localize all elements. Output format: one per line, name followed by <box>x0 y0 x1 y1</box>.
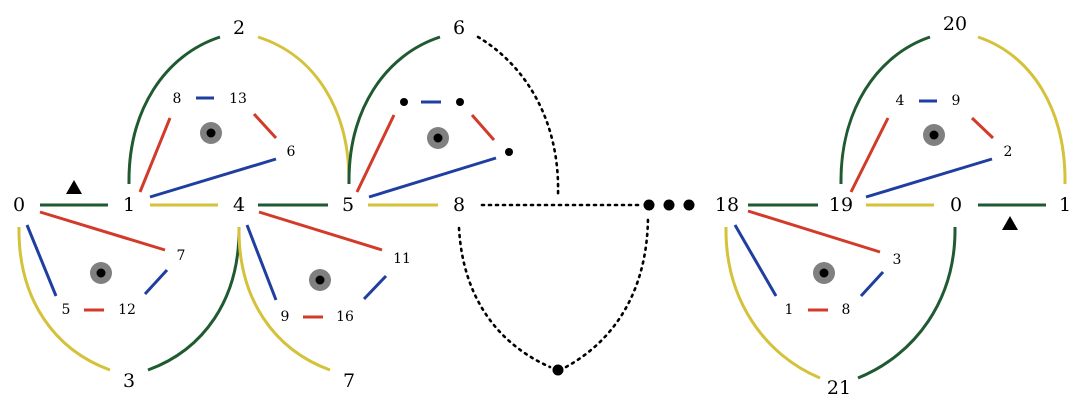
gadget-label: 3 <box>893 252 902 268</box>
vertex-label: 5 <box>342 194 354 216</box>
g1u-red-13-6 <box>252 112 278 140</box>
bullseye-marker-icon <box>427 127 449 149</box>
gadget-label: 9 <box>281 309 290 325</box>
gadget-label: 11 <box>393 251 411 267</box>
arc-4-7 <box>237 226 331 372</box>
vertex-label: 3 <box>123 370 135 392</box>
gadget-label: 5 <box>62 302 71 318</box>
g1l-blue-12-7 <box>143 268 169 296</box>
g3u-red-19-4 <box>849 117 890 193</box>
gadget-label: 13 <box>229 91 247 107</box>
vertex-label: 0 <box>13 194 25 216</box>
gadget-label: 4 <box>896 93 905 109</box>
arc-1-2 <box>127 35 221 185</box>
arc-20-0 <box>977 35 1067 185</box>
gadget-label: 7 <box>177 248 186 264</box>
g2l-blue-16-11 <box>362 274 388 301</box>
vertex-label: 21 <box>827 377 851 399</box>
ellipsis-dots-icon <box>643 199 695 211</box>
g3l-blue-8-3 <box>859 270 885 298</box>
gadget-label: 1 <box>785 302 794 318</box>
g3u-red-9-2 <box>970 116 995 140</box>
g2l-red-4-11 <box>258 210 383 252</box>
vertex-label: 20 <box>943 13 967 35</box>
vertex-dot <box>505 148 513 156</box>
g1u-red-1-8 <box>138 117 172 193</box>
bullseye-marker-icon <box>309 269 331 291</box>
g3u-blue-2-19 <box>865 157 993 199</box>
g1l-blue-0-5 <box>25 224 58 297</box>
dotted-arc-8-bottom <box>457 226 552 369</box>
vertex-label: 8 <box>453 194 465 216</box>
gadget-label: 2 <box>1004 144 1013 160</box>
arc-0-3 <box>17 226 111 372</box>
arc-5-6 <box>347 35 441 185</box>
vertex-dot <box>456 98 464 106</box>
g2u-blue-c-5 <box>368 156 497 199</box>
arc-19-20 <box>839 35 931 185</box>
g3l-blue-18-1 <box>733 224 778 297</box>
vertex-label: 18 <box>715 194 739 216</box>
vertex-label: 1 <box>1059 194 1071 216</box>
gadget-label: 12 <box>118 302 136 318</box>
arc-2-4 <box>257 35 351 185</box>
triangle-marker-icon <box>1002 216 1018 230</box>
arc-18-21 <box>724 226 821 380</box>
vertex-label: 0 <box>950 194 962 216</box>
g1u-blue-6-1 <box>149 157 277 199</box>
vertex-label: 2 <box>233 17 245 39</box>
gadget-label: 16 <box>336 309 354 325</box>
vertex-label: 4 <box>233 194 245 216</box>
vertex-label: 7 <box>343 370 355 392</box>
vertex-dot <box>552 364 564 376</box>
gadget-label: 6 <box>287 144 296 160</box>
g2u-red-b-c <box>470 114 496 141</box>
triangle-marker-icon <box>66 180 82 194</box>
gadget-label: 9 <box>952 93 961 109</box>
bullseye-marker-icon <box>200 122 222 144</box>
vertex-dot <box>400 98 408 106</box>
dotted-arc-6-8 <box>476 35 560 197</box>
g2l-blue-4-9 <box>245 224 278 301</box>
dotted-arc-bottom-ellipsis <box>564 213 650 369</box>
g1l-red-0-7 <box>39 210 166 252</box>
bullseye-marker-icon <box>813 262 835 284</box>
arc-3-4 <box>147 226 241 372</box>
arc-21-0 <box>857 226 957 380</box>
g2u-red-5-a <box>355 114 396 193</box>
bullseye-marker-icon <box>923 124 945 146</box>
g3l-red-18-3 <box>747 209 881 254</box>
gadget-label: 8 <box>173 91 182 107</box>
vertex-label: 6 <box>453 17 465 39</box>
vertex-label: 19 <box>829 194 853 216</box>
vertex-label: 1 <box>123 194 135 216</box>
gadget-label: 8 <box>842 302 851 318</box>
bullseye-marker-icon <box>90 262 112 284</box>
